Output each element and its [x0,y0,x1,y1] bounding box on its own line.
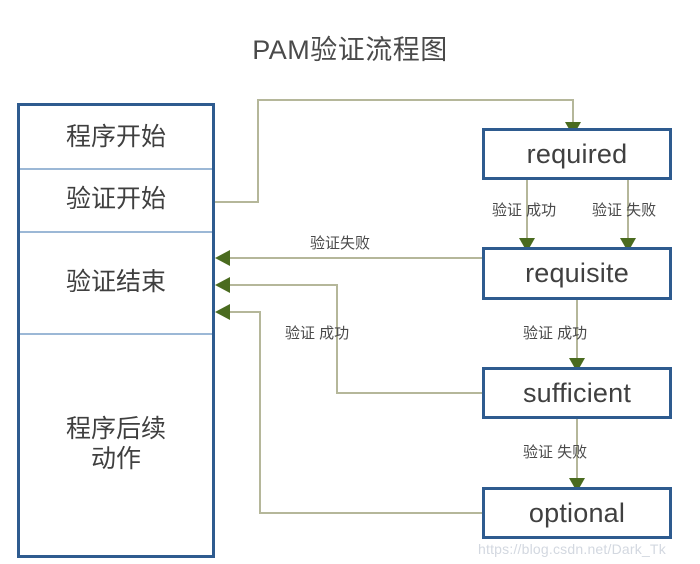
flow-cell-auth-end[interactable]: 验证结束 [20,231,212,333]
flow-cell-label-line2: 动作 [90,445,141,473]
flow-cell-program-followup[interactable]: 程序后续 动作 [20,333,212,555]
flow-divider-2 [20,231,212,233]
edge-label-requisite-fail: 验证失败 [310,235,371,252]
flow-cell-label: 验证结束 [65,267,166,296]
flow-cell-label: 程序开始 [65,122,166,151]
program-flow-column: 程序开始 验证开始 验证结束 程序后续 动作 [17,103,215,558]
node-label: required [526,138,628,169]
watermark: https://blog.csdn.net/Dark_Tk [478,541,666,557]
edge-label-sufficient-success-left: 验证 成功 [285,325,350,342]
node-sufficient[interactable]: sufficient [482,367,672,419]
flow-cell-program-start[interactable]: 程序开始 [20,106,212,168]
node-label: sufficient [522,377,632,408]
edge-sufficient-success-to-authend [227,284,482,394]
flow-divider-1 [20,168,212,170]
flow-divider-3 [20,333,212,335]
arrowhead-into-authend-2 [215,277,230,293]
flow-cell-label-line1: 程序后续 [65,414,166,443]
node-optional[interactable]: optional [482,487,672,539]
node-required[interactable]: required [482,128,672,180]
edge-label-required-fail: 验证 失败 [592,202,657,219]
edge-optional-to-authend [227,311,482,514]
edge-label-requisite-success: 验证 成功 [523,325,588,342]
node-requisite[interactable]: requisite [482,247,672,300]
arrowhead-into-authend-1 [215,250,230,266]
arrowhead-into-authend-3 [215,304,230,320]
page-title: PAM验证流程图 [252,35,448,65]
edge-label-sufficient-fail: 验证 失败 [523,444,588,461]
node-label: optional [528,497,626,528]
flow-cell-auth-start[interactable]: 验证开始 [20,168,212,231]
node-label: requisite [525,258,629,288]
flow-cell-label: 验证开始 [65,185,166,214]
edge-label-required-success: 验证 成功 [492,202,557,219]
